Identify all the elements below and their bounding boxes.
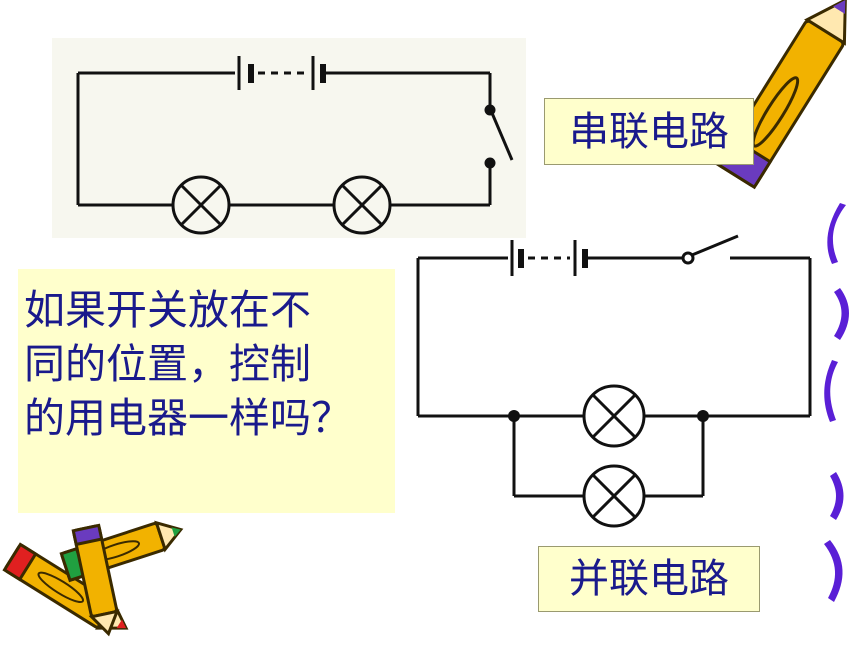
parallel-switch-icon	[681, 234, 739, 265]
parallel-battery-icon	[510, 240, 588, 276]
parallel-junction-right	[697, 410, 709, 422]
question-line-3: 的用电器一样吗？	[24, 394, 352, 442]
series-battery-icon	[237, 56, 326, 90]
series-circuit-label: 串联电路	[544, 98, 754, 165]
right-edge-ornament	[824, 203, 849, 602]
series-switch-icon	[484, 104, 514, 169]
parallel-junction-left	[508, 410, 520, 422]
question-line-1: 如果开关放在不	[24, 286, 311, 334]
question-line-2: 同的位置，控制	[24, 340, 311, 388]
parallel-circuit-label: 并联电路	[538, 546, 760, 612]
question-box: 如果开关放在不 同的位置，控制 的用电器一样吗？	[18, 269, 395, 513]
pencil-icon-bottom-left-3	[71, 523, 120, 637]
